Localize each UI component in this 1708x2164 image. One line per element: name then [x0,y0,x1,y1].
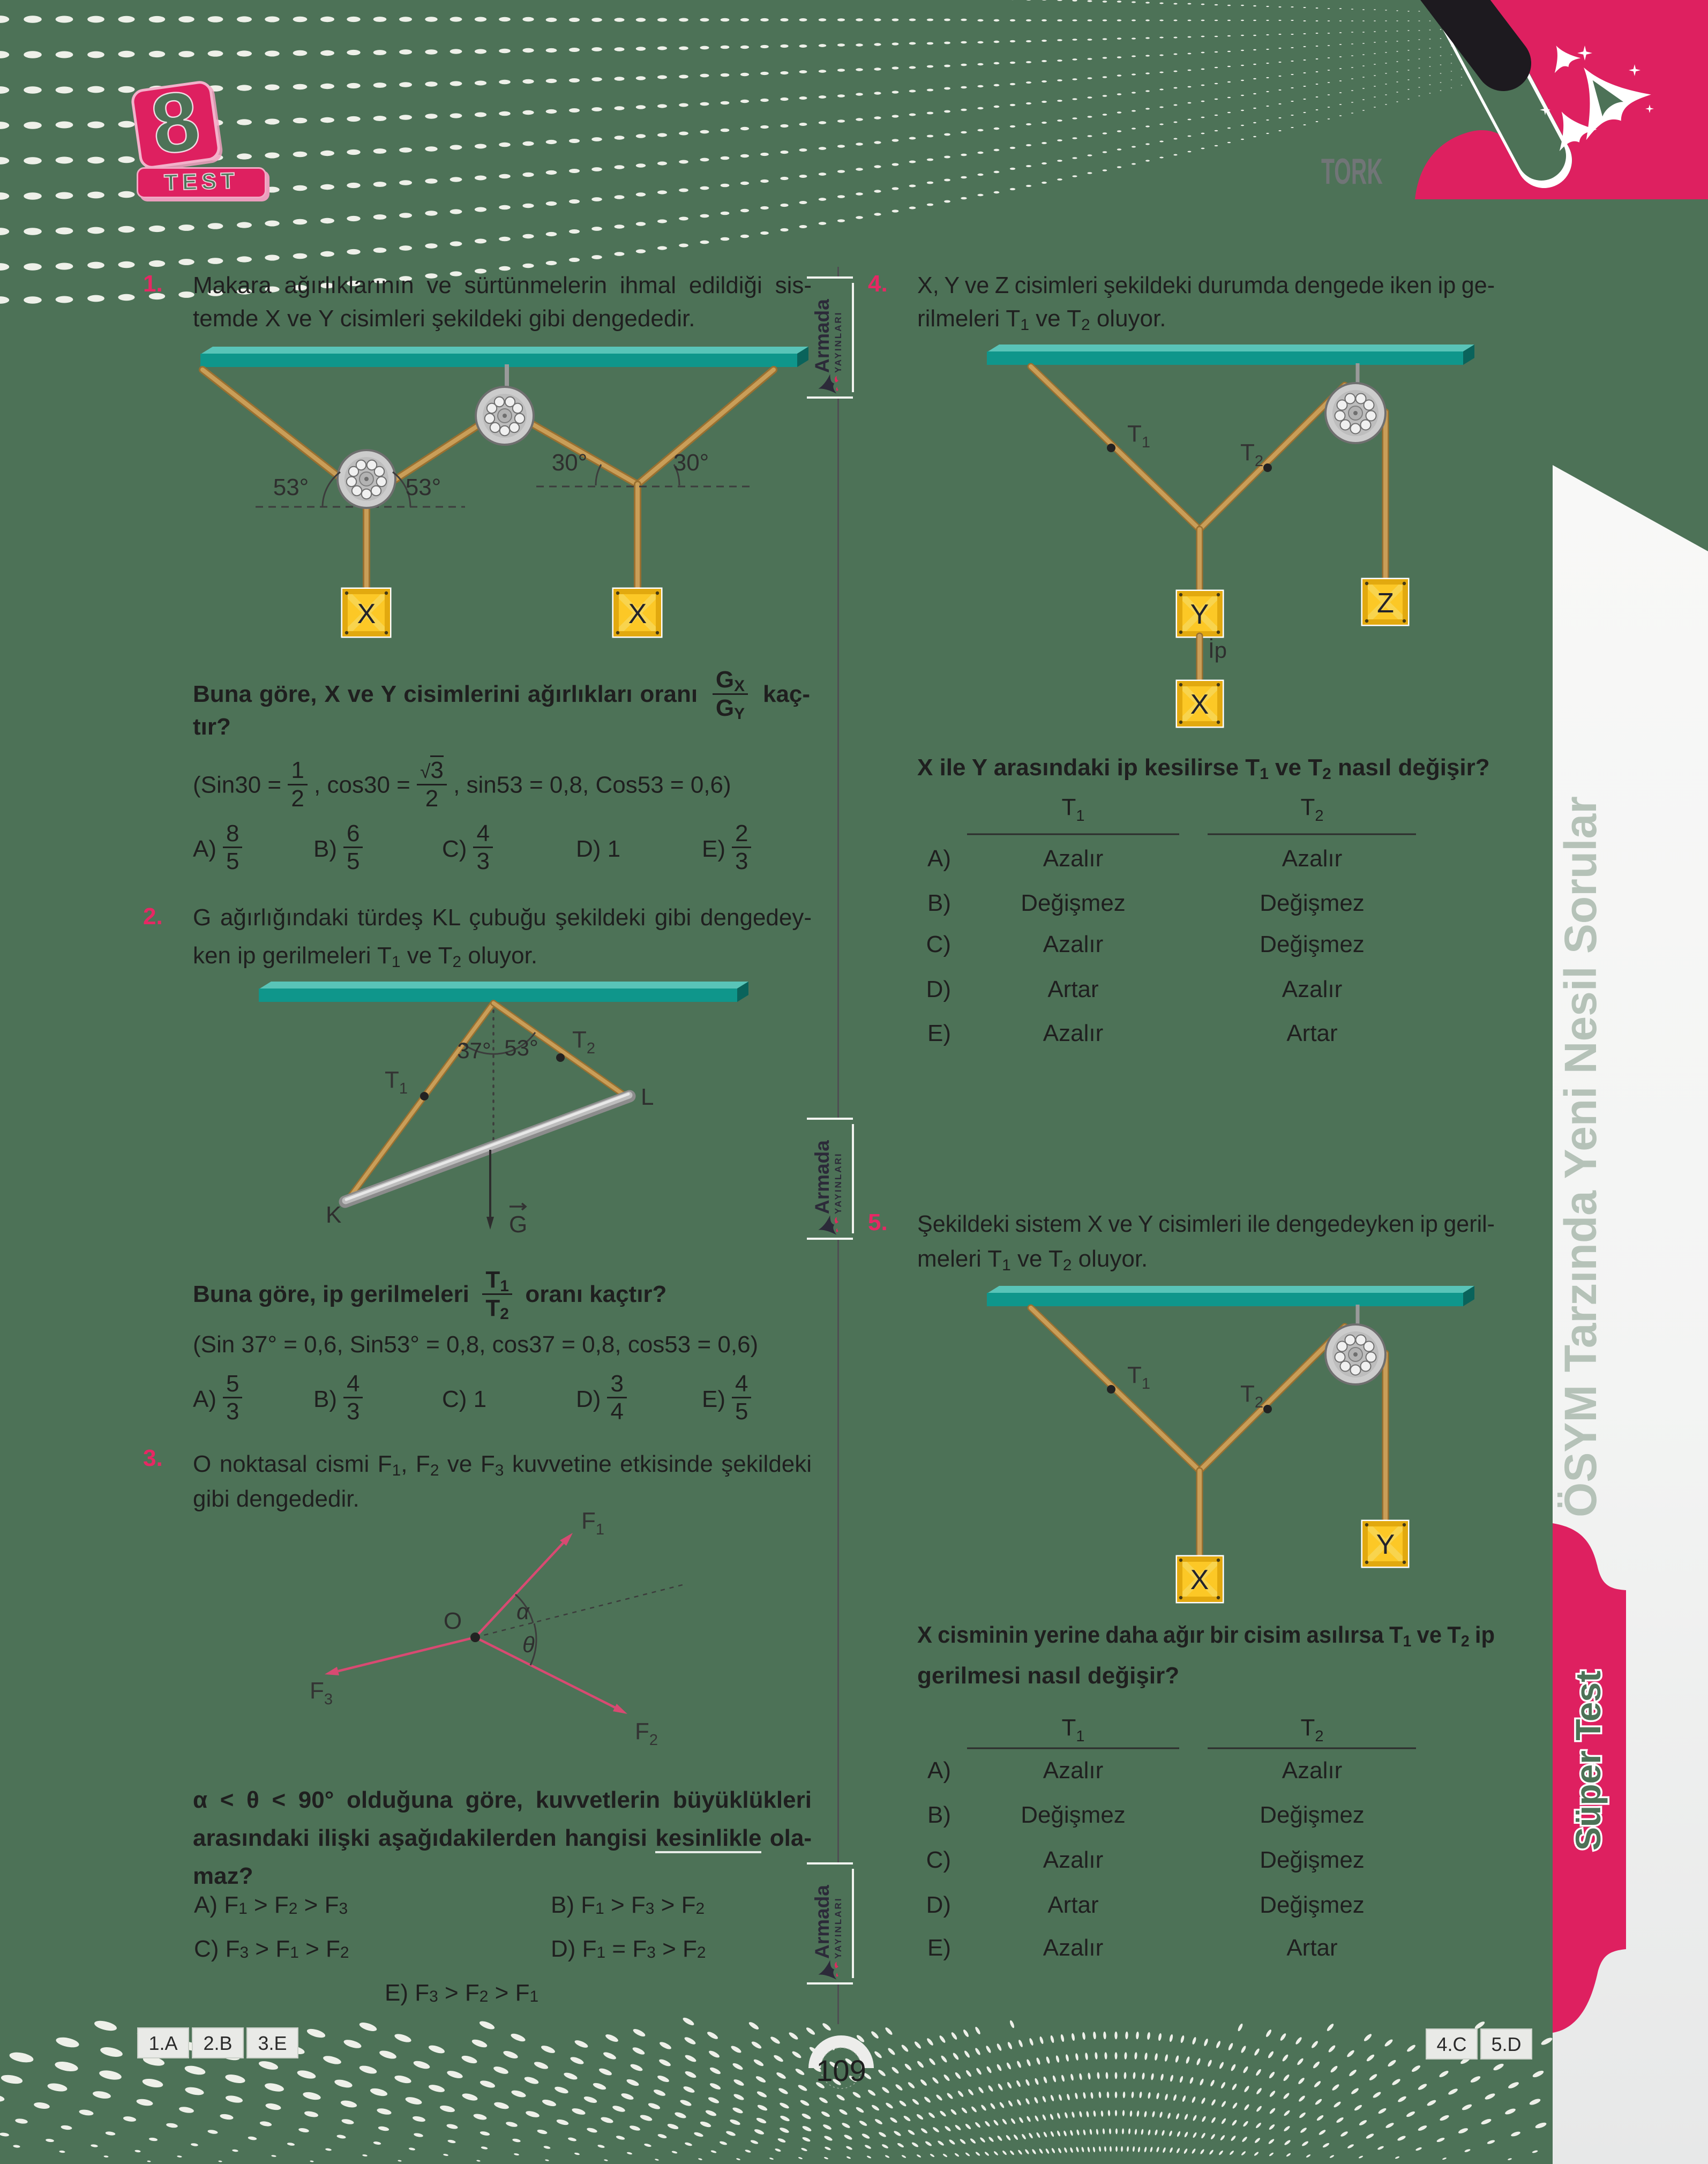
svg-text:Azalır: Azalır [1043,1935,1103,1961]
svg-text:30°: 30° [673,450,709,476]
svg-text:Artar: Artar [1286,1935,1337,1961]
svg-text:Artar: Artar [1047,1892,1098,1918]
svg-text:T1: T1 [1061,794,1084,825]
svg-text:T2: T2 [572,1027,595,1057]
svg-text:Değişmez: Değişmez [1260,931,1365,957]
svg-text:B): B) [927,1802,951,1828]
svg-text:Artar: Artar [1047,976,1098,1002]
svg-text:Değişmez: Değişmez [1021,1802,1126,1828]
svg-text:A): A) [927,1757,951,1784]
svg-text:Değişmez: Değişmez [1260,1847,1365,1873]
svg-text:Azalır: Azalır [1043,1847,1103,1873]
svg-text:F2: F2 [635,1718,658,1747]
svg-text:53°: 53° [273,474,309,500]
svg-text:53°: 53° [406,474,441,500]
svg-text:F1: F1 [581,1511,604,1538]
svg-text:T1: T1 [1127,421,1150,451]
svg-text:θ: θ [522,1632,535,1657]
svg-text:E): E) [927,1935,951,1961]
svg-text:Y: Y [1376,1529,1395,1560]
svg-text:Değişmez: Değişmez [1021,890,1126,916]
svg-text:T2: T2 [1300,1714,1323,1745]
svg-text:Azalır: Azalır [1282,976,1342,1002]
svg-text:53°: 53° [504,1035,538,1060]
svg-text:Azalır: Azalır [1043,931,1103,957]
svg-text:Değişmez: Değişmez [1260,1892,1365,1918]
svg-text:X: X [1190,689,1209,720]
svg-text:Azalır: Azalır [1043,845,1103,872]
svg-text:37°: 37° [457,1038,491,1063]
svg-text:K: K [326,1202,341,1228]
svg-text:F3: F3 [310,1678,333,1708]
svg-text:G: G [509,1211,527,1238]
svg-text:O: O [444,1608,462,1634]
svg-text:Artar: Artar [1286,1020,1337,1046]
svg-text:Azalır: Azalır [1282,1757,1342,1784]
svg-text:T1: T1 [1061,1714,1084,1745]
svg-text:T2: T2 [1240,1381,1263,1411]
svg-text:Azalır: Azalır [1282,845,1342,872]
svg-text:Değişmez: Değişmez [1260,1802,1365,1828]
svg-text:D): D) [926,976,951,1002]
svg-text:D): D) [926,1892,951,1918]
svg-text:T2: T2 [1300,794,1323,825]
svg-text:Azalır: Azalır [1043,1020,1103,1046]
svg-text:L: L [641,1084,654,1110]
svg-text:B): B) [927,890,951,916]
svg-text:X: X [357,598,376,630]
svg-text:30°: 30° [552,450,588,476]
svg-text:Değişmez: Değişmez [1260,890,1365,916]
svg-text:C): C) [926,931,951,957]
svg-text:X: X [628,598,647,630]
svg-text:Y: Y [1190,599,1209,630]
svg-text:T1: T1 [385,1067,408,1097]
svg-text:Z: Z [1377,588,1394,619]
svg-text:İp: İp [1208,638,1227,663]
svg-text:Azalır: Azalır [1043,1757,1103,1784]
svg-text:X: X [1190,1564,1209,1596]
svg-text:T2: T2 [1240,439,1263,470]
svg-text:E): E) [927,1020,951,1046]
svg-text:C): C) [926,1847,951,1873]
svg-text:T1: T1 [1127,1362,1150,1392]
svg-text:α: α [516,1599,530,1624]
svg-text:A): A) [927,845,951,872]
